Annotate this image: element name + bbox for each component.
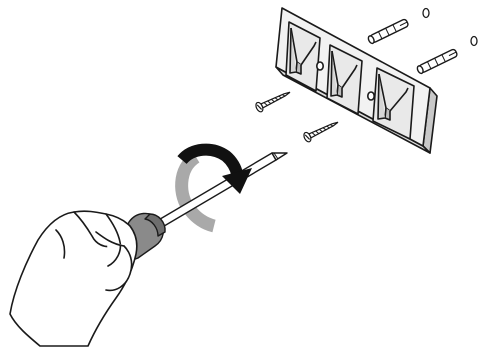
wall-hole xyxy=(471,37,477,46)
wall-anchor xyxy=(367,19,409,45)
hand xyxy=(10,211,137,346)
screw xyxy=(303,118,341,143)
bracket-screw-hole xyxy=(368,92,374,100)
wall-anchor xyxy=(416,49,458,75)
bracket-screw-hole xyxy=(317,62,323,70)
wall-hole xyxy=(423,9,429,18)
screwdriver xyxy=(116,153,287,260)
screw xyxy=(255,88,293,113)
wall-bracket xyxy=(276,8,437,153)
